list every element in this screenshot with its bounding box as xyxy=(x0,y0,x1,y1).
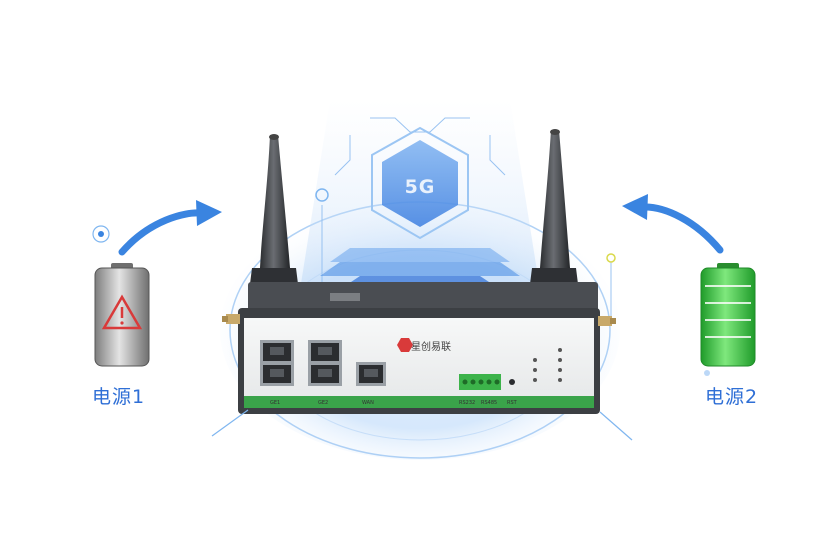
arrow-left-to-device xyxy=(118,209,204,256)
target-dot-left xyxy=(98,231,104,237)
serial-terminal xyxy=(459,374,501,390)
network-badge-text: 5G xyxy=(404,176,436,198)
warning-icon xyxy=(101,294,143,330)
5g-hexagon xyxy=(371,126,469,240)
power-label-2: 电源2 xyxy=(705,386,759,408)
battery-left-icon xyxy=(94,263,150,367)
ge2-ports xyxy=(308,340,342,386)
battery-right-icon xyxy=(700,263,756,367)
node-dot-left xyxy=(315,188,329,202)
port-label-ge2: GE2 xyxy=(318,400,329,406)
power-label-1: 电源1 xyxy=(92,386,146,408)
reset-button xyxy=(509,379,515,385)
ge1-ports xyxy=(260,340,294,386)
arrow-right-to-device xyxy=(641,203,724,254)
target-icon-left xyxy=(92,225,110,243)
dot-right xyxy=(704,370,710,376)
port-label-rs232: RS232 xyxy=(459,400,476,406)
arrow-left-head xyxy=(196,200,222,226)
brand-logo xyxy=(397,338,413,352)
port-label-ge1: GE1 xyxy=(270,400,281,406)
platform-layers xyxy=(320,248,520,286)
arrow-right-head xyxy=(622,194,648,220)
port-label-rs485: RS485 xyxy=(481,400,498,406)
wan-port xyxy=(356,362,386,386)
antenna-right xyxy=(528,129,580,300)
router-device xyxy=(222,282,616,414)
port-label-rst: RST xyxy=(507,400,517,406)
signal-line-right xyxy=(599,411,633,441)
port-label-wan: WAN xyxy=(362,400,374,406)
status-leds xyxy=(533,348,562,382)
node-dot-right xyxy=(606,253,616,263)
antenna-left xyxy=(248,134,300,300)
signal-line-left xyxy=(211,409,249,437)
brand-name: 星创易联 xyxy=(411,342,451,353)
